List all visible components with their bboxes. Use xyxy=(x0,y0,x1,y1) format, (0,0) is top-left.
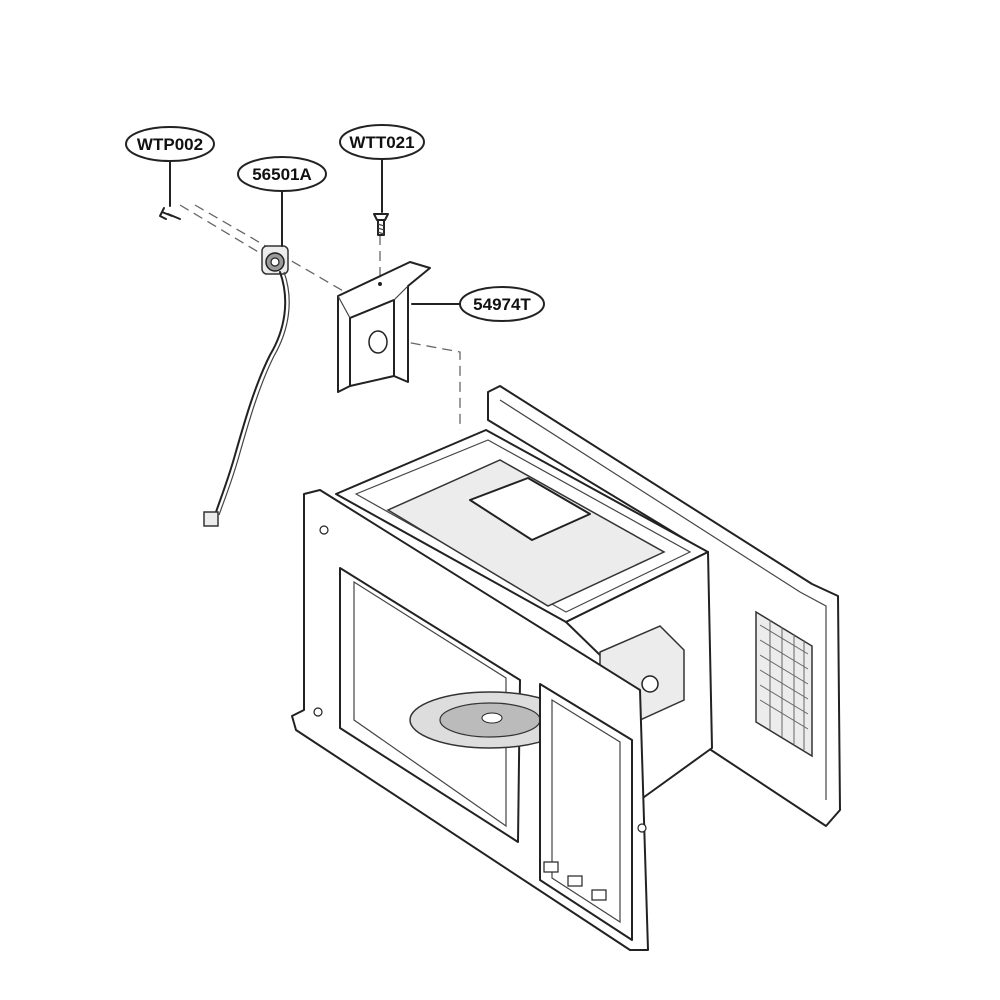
callout-54974t: 54974T xyxy=(459,286,545,322)
microwave-cavity-chassis xyxy=(291,385,841,951)
callout-label-wtt021: WTT021 xyxy=(349,133,414,152)
callout-label-54974t: 54974T xyxy=(473,295,531,314)
callout-wtp002: WTP002 xyxy=(125,126,215,162)
assembly-guide-lines xyxy=(179,204,461,430)
callout-56501a: 56501A xyxy=(237,156,327,192)
leader-lines xyxy=(169,157,463,305)
screw-wtt021 xyxy=(373,213,389,236)
screw-wtp002 xyxy=(159,207,181,220)
callout-wtt021: WTT021 xyxy=(339,124,425,160)
bracket-54974t xyxy=(337,261,431,393)
lamp-socket-56501a xyxy=(203,245,290,527)
callout-label-56501a: 56501A xyxy=(252,165,312,184)
callout-label-wtp002: WTP002 xyxy=(137,135,203,154)
